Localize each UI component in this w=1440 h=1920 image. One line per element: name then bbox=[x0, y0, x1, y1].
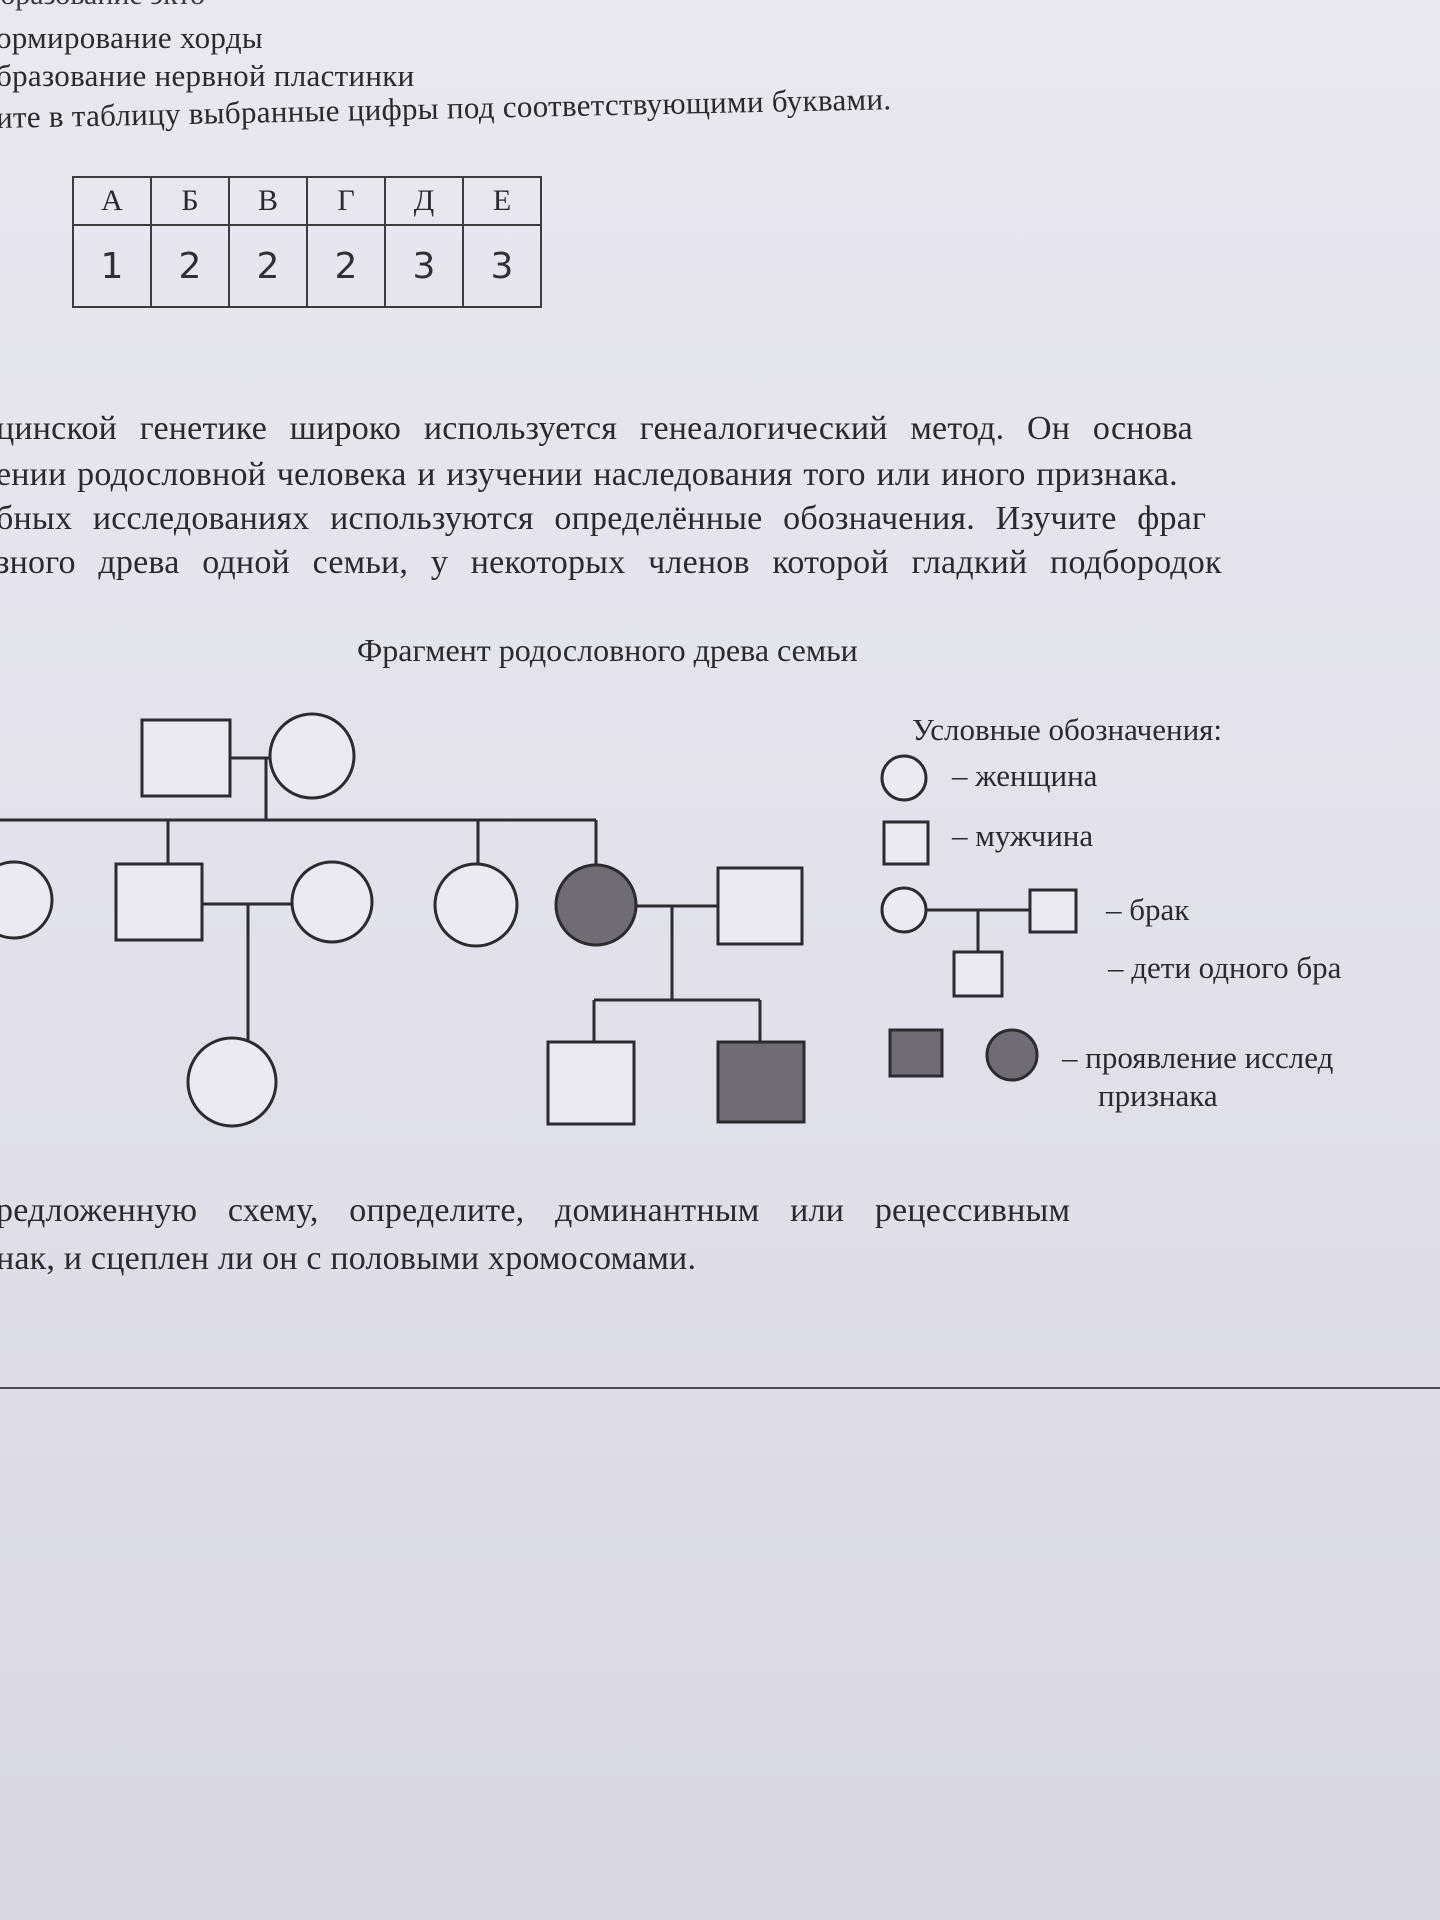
gen1-mother bbox=[268, 712, 356, 800]
legend-affected-female bbox=[985, 1028, 1039, 1082]
legend-trait-label-2: признака bbox=[1098, 1078, 1218, 1113]
gen2-male bbox=[114, 862, 204, 942]
paragraph-line-3: бных исследованиях используются определё… bbox=[0, 500, 1207, 537]
table-letter: В bbox=[228, 176, 308, 226]
table-value: 1 bbox=[72, 224, 152, 308]
gen3-female bbox=[186, 1036, 278, 1128]
table-value: 3 bbox=[384, 224, 464, 308]
question-line-2: нак, и сцеплен ли он с половыми хромосом… bbox=[0, 1240, 697, 1277]
table-letter: А bbox=[72, 176, 152, 226]
legend-marriage-female bbox=[880, 886, 928, 934]
legend-child bbox=[952, 950, 1004, 998]
paragraph-line-1: цинской генетике широко используется ген… bbox=[0, 410, 1193, 447]
table-letter: Г bbox=[306, 176, 386, 226]
header-line-1: ормирование хорды bbox=[0, 20, 264, 55]
gen2-husband bbox=[716, 866, 804, 946]
legend-title: Условные обозначения: bbox=[912, 712, 1223, 747]
answer-table: А Б В Г Д Е 1 2 2 2 3 3 bbox=[72, 176, 542, 308]
table-letter: Е bbox=[462, 176, 542, 226]
table-letter: Д bbox=[384, 176, 464, 226]
legend-male-label: – мужчина bbox=[952, 818, 1094, 853]
gen2-female-cut bbox=[0, 860, 54, 940]
question-line-1: редложенную схему, определите, доминантн… bbox=[0, 1192, 1071, 1229]
table-value: 2 bbox=[150, 224, 230, 308]
legend-affected-male bbox=[888, 1028, 944, 1078]
gen2-female bbox=[433, 862, 519, 948]
figure-title: Фрагмент родословного древа семьи bbox=[357, 632, 858, 668]
table-value: 2 bbox=[306, 224, 386, 308]
paragraph-line-4: зного древа одной семьи, у некоторых чле… bbox=[0, 544, 1222, 581]
gen2-female-affected bbox=[554, 863, 638, 947]
gen3-male-affected bbox=[716, 1040, 806, 1124]
cut-top-line: бразование экто bbox=[0, 0, 205, 12]
gen1-father bbox=[140, 718, 232, 798]
table-value: 2 bbox=[228, 224, 308, 308]
legend-children-label: – дети одного бра bbox=[1108, 950, 1342, 985]
pedigree-diagram bbox=[0, 712, 1078, 1128]
paragraph-line-2: ении родословной человека и изучении нас… bbox=[0, 456, 1178, 493]
gen3-male bbox=[546, 1040, 636, 1126]
legend-marriage-label: – брак bbox=[1106, 892, 1190, 927]
table-value: 3 bbox=[462, 224, 542, 308]
gen2-wife bbox=[290, 860, 374, 944]
table-letter: Б bbox=[150, 176, 230, 226]
legend-female-symbol bbox=[880, 754, 928, 802]
legend-female-label: – женщина bbox=[952, 758, 1098, 793]
legend-male-symbol bbox=[882, 820, 930, 866]
legend-marriage-male bbox=[1028, 888, 1078, 934]
answer-rule bbox=[0, 1387, 1440, 1389]
legend-trait-label-1: – проявление исслед bbox=[1062, 1040, 1334, 1075]
header-line-2: бразование нервной пластинки bbox=[0, 58, 415, 93]
